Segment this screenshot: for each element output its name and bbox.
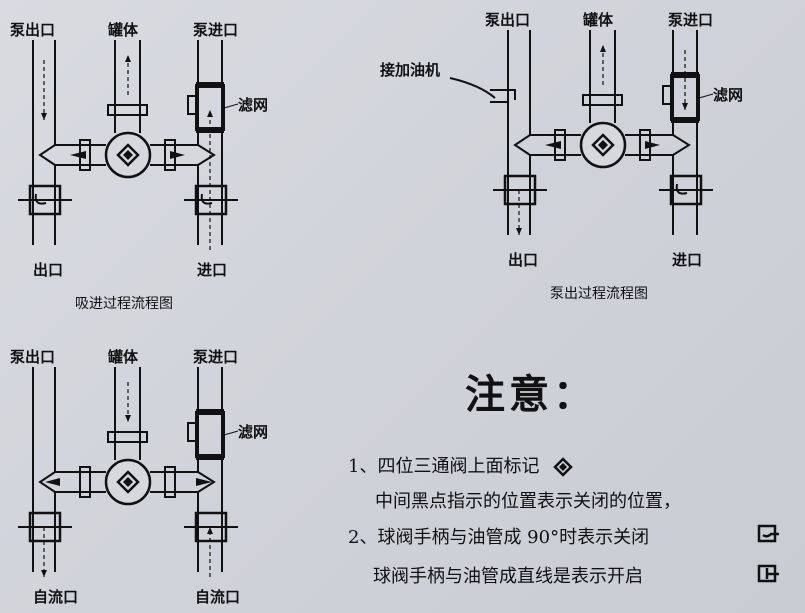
flange [107,104,148,116]
dispenser-pipe [490,89,516,108]
leader-line [449,77,496,99]
tank-label: 罐体 [582,11,614,29]
diagram-caption: 泵出过程流程图 [550,286,648,302]
bottom-right-label: 进口 [197,261,227,279]
filter-label: 滤网 [713,86,743,104]
bottom-left-label: 出口 [33,261,63,279]
filter-band [196,82,224,88]
pump-outlet-label: 泵出口 [485,11,530,29]
valve-handle-closed-icon [34,193,47,205]
bottom-left-label: 自流口 [33,588,78,606]
ball-valve-open-icon [757,564,779,583]
note-line-2: 中间黑点指示的位置表示关闭的位置， [375,491,681,512]
arrow-icon [600,45,606,52]
pump-inlet-label: 泵进口 [193,348,238,366]
arrow-icon [207,527,213,534]
arrow-icon [682,103,688,110]
tank-label: 罐体 [107,21,139,39]
valve-marker-icon [116,470,140,494]
flange [164,466,176,498]
arrow-icon [125,415,131,422]
valve-handle-closed-icon [675,183,688,195]
bottom-left-label: 出口 [508,251,538,269]
valve-dot-icon [598,140,608,150]
filter-label: 滤网 [238,96,268,114]
valve-dot-icon [123,477,133,487]
valve-handle-closed-icon [200,193,213,205]
flange [79,466,91,498]
ball-valve-closed-icon [757,524,779,543]
filter-cap [187,95,197,115]
notes-title: 注意： [465,371,597,418]
pump-outlet-pipe [32,367,56,572]
leader-line [223,430,239,436]
valve-marker-icon [116,143,140,167]
three-way-valve-symbol-icon [553,457,573,477]
pump-inlet-label: 泵进口 [668,11,713,29]
tank-pipe [114,367,141,460]
filter-cap [662,85,672,105]
filter-band [671,117,699,123]
filter-band [196,454,224,460]
pump-outlet-pipe [32,40,56,245]
tank-label: 罐体 [107,348,139,366]
pipe-end [513,134,691,156]
diagram-caption: 吸进过程流程图 [75,296,173,312]
flange [582,94,623,106]
arrow-icon [207,110,213,117]
note-line-4: 球阀手柄与油管成直线是表示开启 [373,566,643,587]
bottom-right-label: 进口 [672,251,702,269]
pump-outlet-label: 泵出口 [10,21,55,39]
note-line-1-text: 1、四位三通阀上面标记 [348,456,540,477]
pump-outlet-pipe [507,30,531,235]
tank-pipe [589,30,616,123]
pipe-end [38,144,216,166]
note-line-3: 2、球阀手柄与油管成 90°时表示关闭 [348,527,650,548]
arrow-icon [41,113,47,120]
pump-outlet-label: 泵出口 [10,348,55,366]
note-line-1: 1、四位三通阀上面标记 [348,452,573,478]
filter [195,411,225,458]
arrow-icon [41,570,47,577]
leader-line [223,103,239,109]
arrow-icon [125,55,131,62]
flange [107,431,148,443]
arrow-icon [516,228,522,235]
filter-cap [187,422,197,442]
dispenser-label: 接加油机 [380,61,440,79]
valve-marker-icon [591,133,615,157]
bottom-right-label: 自流口 [195,588,240,606]
tank-pipe [114,40,141,133]
leader-line [698,93,714,99]
valve-dot-icon [123,150,133,160]
pipe-end [38,471,216,493]
filter-label: 滤网 [238,423,268,441]
pump-inlet-label: 泵进口 [193,21,238,39]
filter-band [196,409,224,415]
